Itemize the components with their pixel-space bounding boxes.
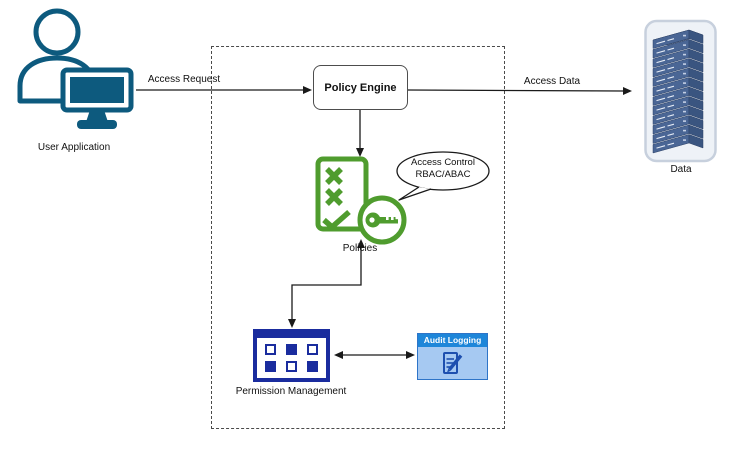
- access-request-label: Access Request: [147, 74, 221, 85]
- audit-logging-label: Audit Logging: [418, 334, 487, 347]
- person-at-computer-icon: [17, 8, 134, 129]
- policy-engine-node: Policy Engine: [313, 65, 408, 110]
- grid-square: [265, 344, 276, 355]
- grid-square: [307, 361, 318, 372]
- server-stack-icon: [644, 19, 717, 163]
- check-mark-icon: [322, 209, 351, 231]
- grid-square: [307, 344, 318, 355]
- callout-line2: RBAC/ABAC: [415, 169, 471, 180]
- grid-square: [286, 344, 297, 355]
- grid-square: [265, 361, 276, 372]
- user-application-label: User Application: [37, 142, 111, 153]
- dashed-boundary: [211, 46, 505, 429]
- data-label: Data: [670, 164, 692, 175]
- access-data-label: Access Data: [523, 76, 581, 87]
- policy-engine-label: Policy Engine: [324, 81, 397, 94]
- permissions-grid-icon: [253, 329, 330, 382]
- x-mark-icon: [325, 167, 343, 185]
- monitor-icon: [60, 67, 134, 129]
- audit-logging-node: Audit Logging: [417, 333, 488, 380]
- callout-text: Access Control RBAC/ABAC: [411, 157, 475, 181]
- permission-management-label: Permission Management: [235, 386, 347, 397]
- checklist-icon: [315, 156, 407, 245]
- policies-label: Policies: [342, 243, 378, 254]
- arrowhead-into-data: [623, 87, 632, 95]
- grid-square: [286, 361, 297, 372]
- key-icon: [357, 195, 407, 245]
- permissions-grid-body: [257, 338, 326, 378]
- x-mark-icon: [325, 188, 343, 206]
- callout-line1: Access Control: [411, 157, 475, 168]
- document-pencil-icon: [442, 352, 462, 374]
